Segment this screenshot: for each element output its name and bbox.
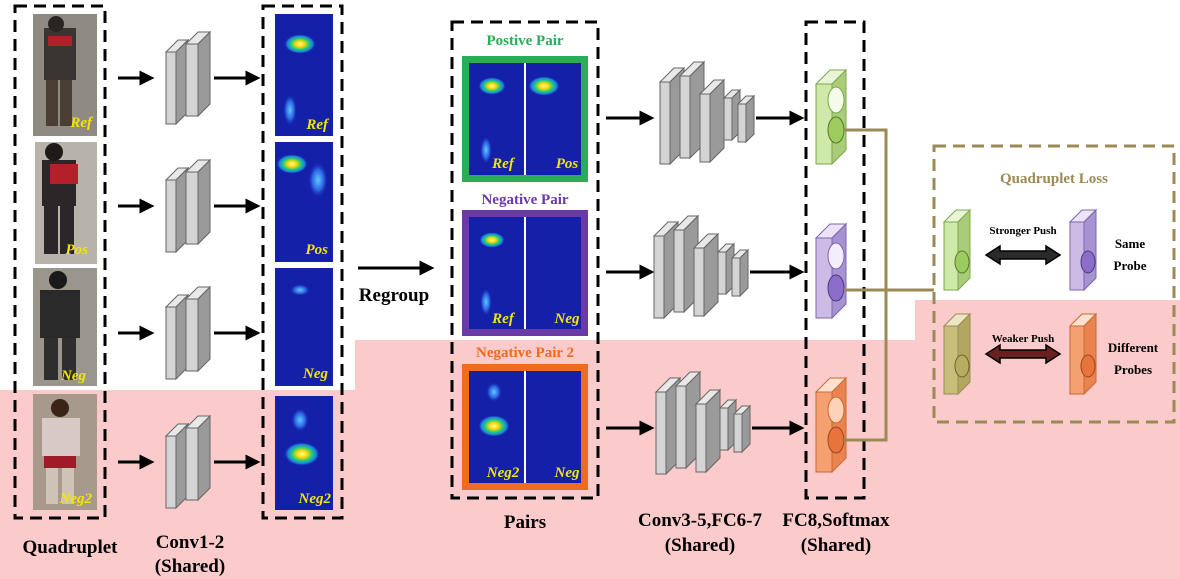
loss-weaker-push-arrow — [984, 343, 1062, 365]
heatmap-tag-neg: Neg — [302, 366, 328, 382]
loss-title: Quadruplet Loss — [1000, 171, 1108, 187]
pair-negative-right-tag: Neg — [554, 311, 580, 327]
conv35-label-line2: (Shared) — [665, 535, 735, 556]
pair-negative: Ref Neg — [462, 210, 588, 336]
pair-positive-right-tag: Pos — [556, 156, 579, 172]
heatmap-neg2: Neg2 — [275, 396, 333, 510]
input-image-pos: Pos — [35, 142, 97, 264]
quadruplet-frame — [13, 4, 107, 520]
input-tag-ref: Ref — [69, 115, 94, 131]
conv12-label-line1: Conv1-2 — [156, 532, 225, 553]
conv35-block-positive — [658, 60, 756, 166]
loss-green-unit — [942, 208, 972, 292]
input-tag-pos: Pos — [66, 242, 89, 258]
fc8-label-line1: FC8,Softmax — [782, 510, 890, 531]
loss-weaker-push-label: Weaker Push — [992, 333, 1054, 345]
pair-negative2: Neg2 Neg — [462, 364, 588, 490]
fc8-frame — [804, 20, 866, 500]
pair-positive: Ref Pos — [462, 56, 588, 182]
conv12-block-neg2 — [164, 414, 212, 510]
pairs-label: Pairs — [504, 512, 546, 533]
input-tag-neg2: Neg2 — [59, 491, 93, 507]
pair-negative-left-tag: Ref — [491, 311, 516, 327]
pair-positive-left-tag: Ref — [491, 156, 516, 172]
heatmap-tag-ref: Ref — [305, 117, 330, 133]
loss-orange-unit — [1068, 312, 1098, 396]
loss-different-probes-line1: Different — [1108, 340, 1159, 355]
loss-same-probe-line2: Probe — [1114, 258, 1147, 273]
loss-stronger-push-label: Stronger Push — [989, 225, 1056, 237]
heatmaps-frame — [261, 4, 344, 520]
loss-same-probe-line1: Same — [1115, 236, 1146, 251]
loss-stronger-push-arrow — [984, 244, 1062, 266]
regroup-label: Regroup — [359, 285, 429, 306]
loss-different-probes-line2: Probes — [1114, 362, 1152, 377]
heatmap-pos: Pos — [275, 142, 333, 262]
conv12-block-ref — [164, 30, 212, 126]
fc8-label-line2: (Shared) — [801, 535, 871, 556]
pair-negative2-left-tag: Neg2 — [486, 465, 520, 481]
conv35-block-negative2 — [654, 370, 752, 476]
fc8-unit-negative — [814, 222, 848, 320]
loss-olive-unit — [942, 312, 972, 396]
pairs-frame — [450, 20, 600, 500]
fc8-unit-negative2 — [814, 376, 848, 474]
pair-negative2-right-tag: Neg — [554, 465, 580, 481]
conv12-block-neg — [164, 285, 212, 381]
quadruplet-loss-frame — [932, 144, 1176, 424]
input-tag-neg: Neg — [60, 368, 86, 384]
input-image-neg: Neg — [33, 268, 97, 386]
heatmap-neg: Neg — [275, 268, 333, 386]
conv35-block-negative — [652, 214, 750, 320]
quadruplet-label: Quadruplet — [22, 537, 118, 558]
fc8-unit-positive — [814, 68, 848, 166]
pair-title-positive: Postive Pair — [486, 33, 563, 49]
heatmap-tag-pos: Pos — [306, 242, 329, 258]
loss-purple-unit — [1068, 208, 1098, 292]
input-image-ref: Ref — [33, 14, 97, 136]
connector-positive-to-loss — [844, 128, 888, 442]
heatmap-ref: Ref — [275, 14, 333, 136]
pair-title-negative2: Negative Pair 2 — [476, 345, 574, 361]
pair-title-negative: Negative Pair — [481, 192, 568, 208]
conv12-label-line2: (Shared) — [155, 556, 225, 577]
heatmap-tag-neg2: Neg2 — [298, 491, 332, 507]
conv35-label-line1: Conv3-5,FC6-7 — [638, 510, 763, 531]
conv12-block-pos — [164, 158, 212, 254]
input-image-neg2: Neg2 — [33, 394, 97, 510]
